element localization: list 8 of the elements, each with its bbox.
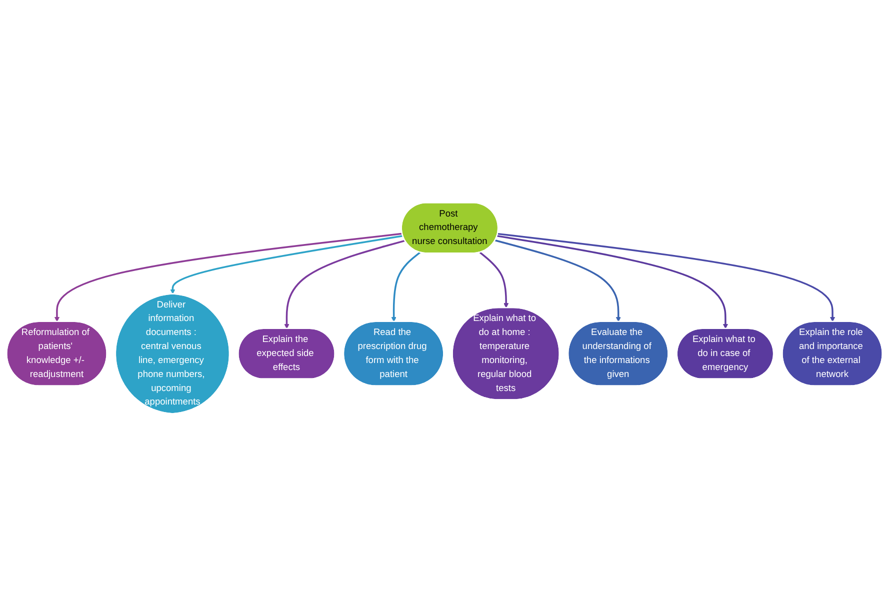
arrow xyxy=(494,239,621,322)
arrow xyxy=(498,232,836,322)
arrow xyxy=(284,240,406,329)
arrow xyxy=(496,234,728,329)
arrow xyxy=(170,234,404,294)
arrow xyxy=(54,232,402,322)
arrow xyxy=(479,252,509,308)
arrow xyxy=(391,252,421,322)
